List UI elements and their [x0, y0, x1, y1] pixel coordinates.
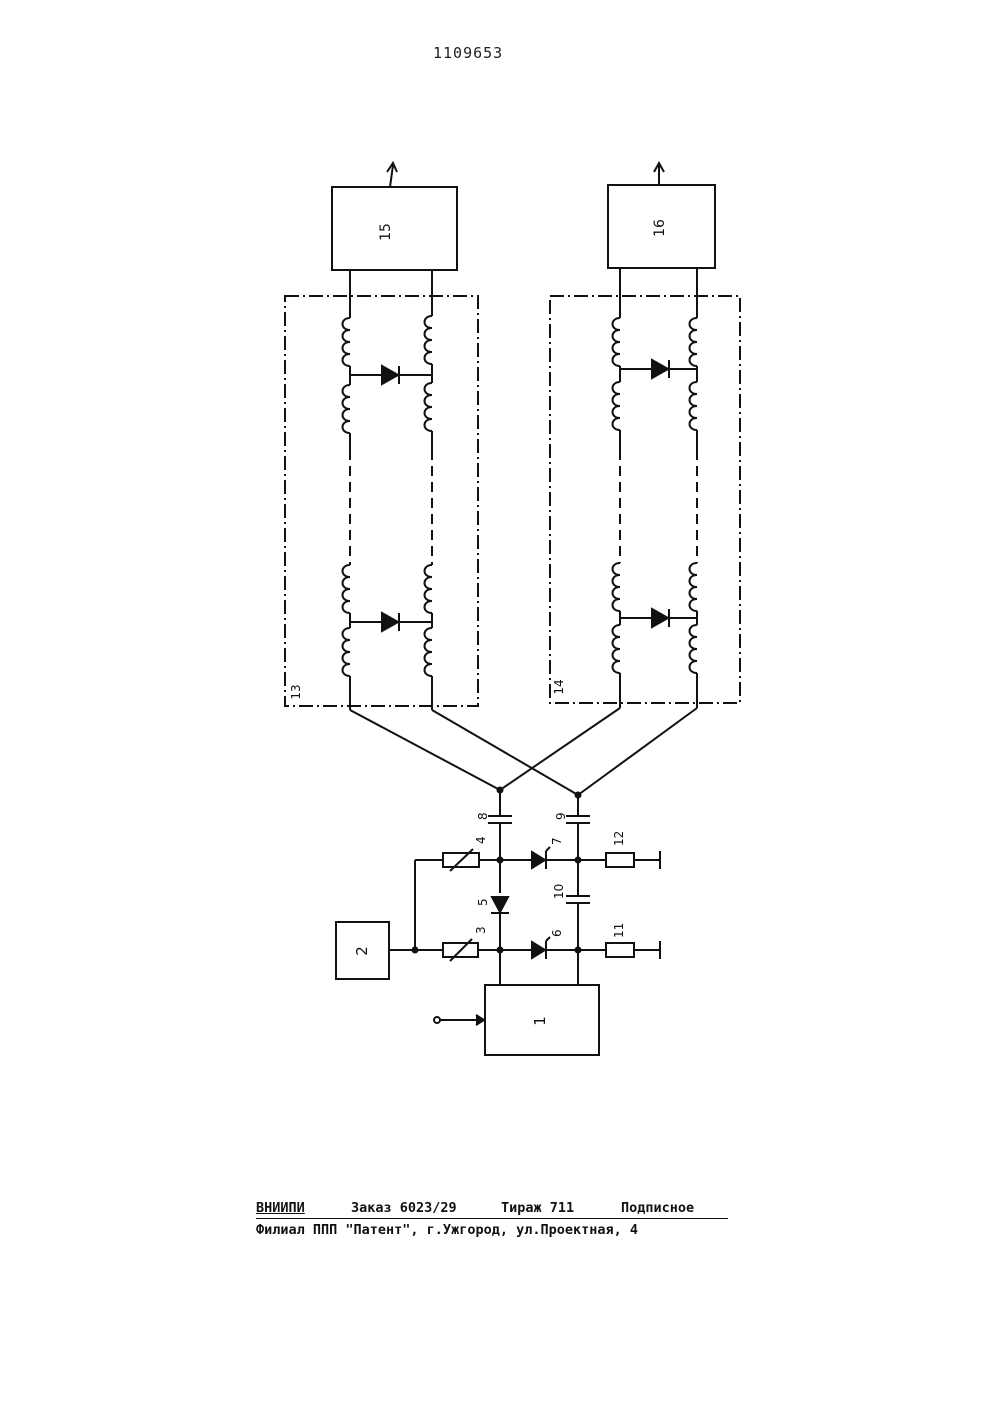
label-c9: 9 [554, 812, 568, 820]
label-c8: 8 [476, 812, 490, 820]
label-block-1: 1 [531, 1016, 549, 1026]
label-c10: 10 [552, 884, 566, 899]
label-r12: 12 [612, 831, 626, 846]
label-r3: 3 [474, 926, 488, 934]
label-module-13: 13 [289, 684, 303, 699]
imprint-circulation: Тираж 711 [501, 1200, 621, 1216]
label-d6: 6 [550, 929, 564, 937]
module-14-frame [550, 296, 740, 703]
label-d5: 5 [476, 898, 490, 906]
imprint-type: Подписное [621, 1200, 694, 1216]
imprint-line-1: ВНИИПИЗаказ 6023/29Тираж 711Подписное [256, 1200, 731, 1216]
imprint-rule [256, 1218, 728, 1219]
label-d7: 7 [550, 837, 564, 845]
imprint-line-2: Филиал ППП "Патент", г.Ужгород, ул.Проек… [256, 1222, 731, 1238]
label-block-16: 16 [652, 219, 668, 237]
label-block-15: 15 [378, 223, 394, 241]
imprint-branch: Филиал ППП "Патент", г.Ужгород, ул.Проек… [256, 1222, 638, 1238]
label-r4: 4 [474, 836, 488, 844]
imprint-order: Заказ 6023/29 [351, 1200, 501, 1216]
imprint-org: ВНИИПИ [256, 1200, 351, 1216]
label-r11: 11 [612, 923, 626, 938]
block-15 [332, 187, 457, 270]
label-block-2: 2 [353, 946, 371, 956]
label-module-14: 14 [552, 679, 566, 694]
module-13-frame [285, 296, 478, 706]
